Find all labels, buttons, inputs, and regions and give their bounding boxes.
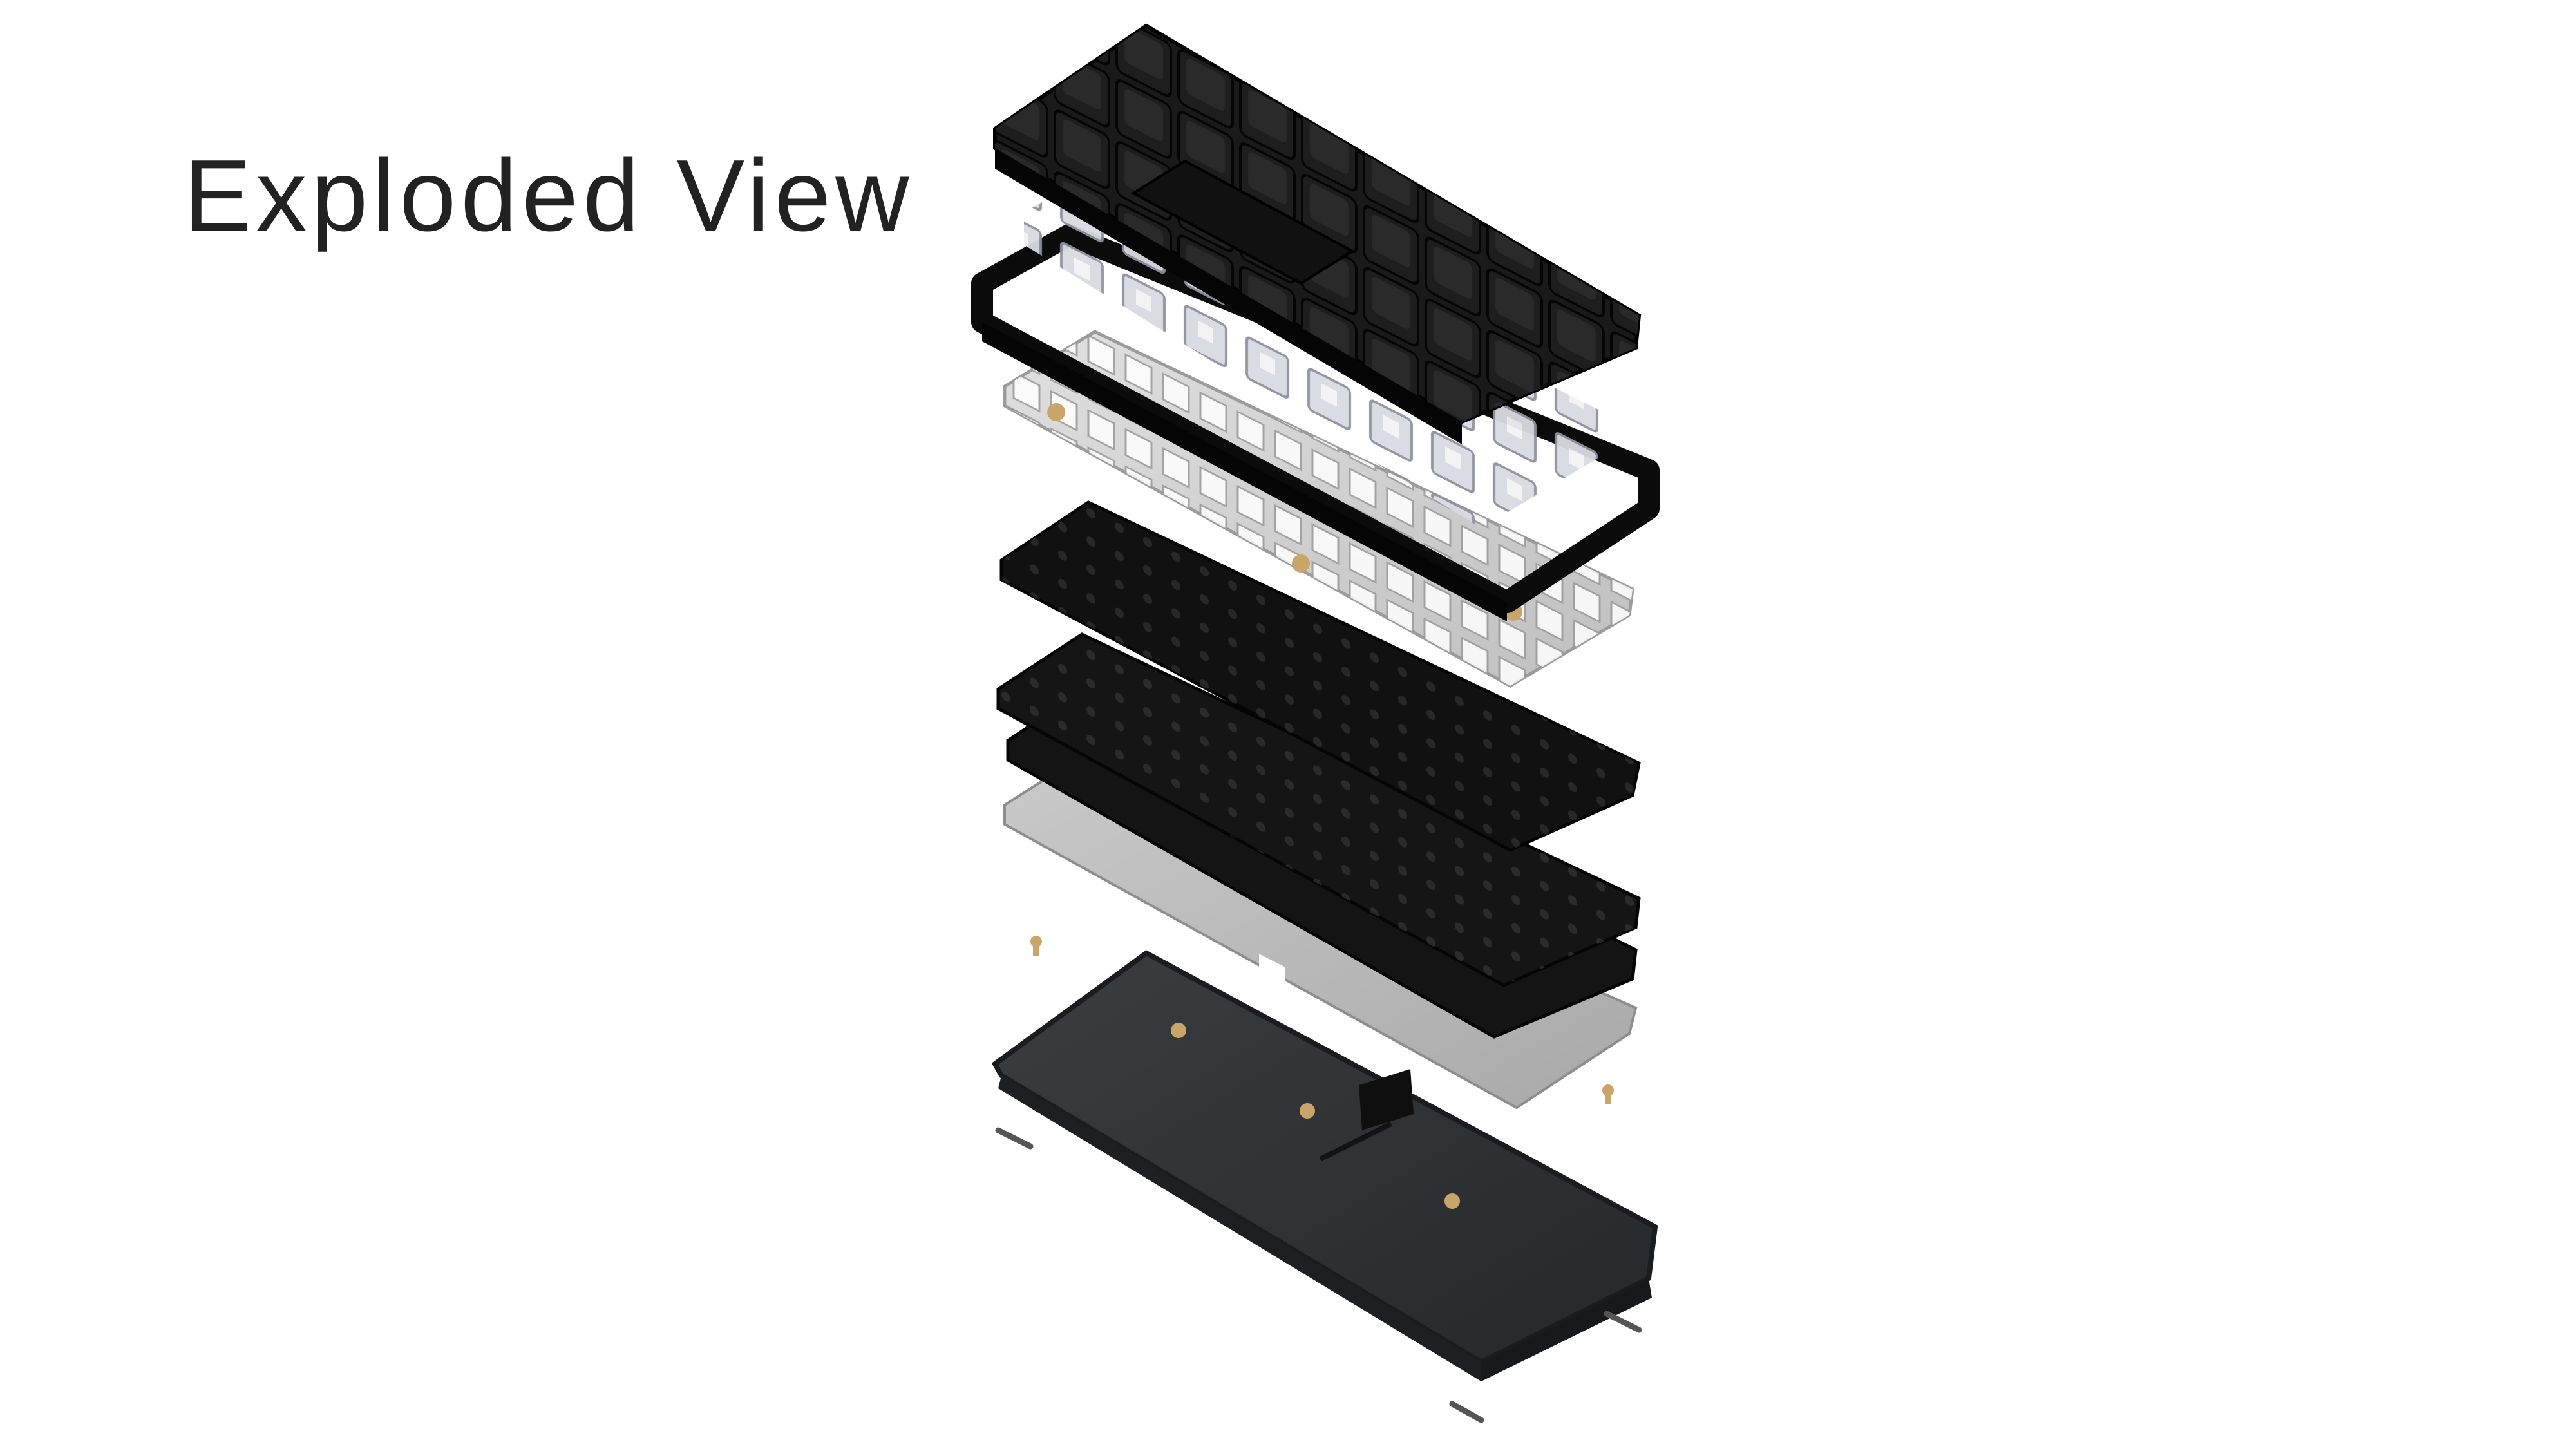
standoff-icon (1300, 1103, 1315, 1119)
foot-strip-icon (995, 1127, 1034, 1150)
page-title: Exploded View (184, 139, 914, 252)
standoff-icon (1444, 1193, 1460, 1209)
loose-fasteners (995, 936, 1642, 1423)
standoff-icon (1171, 1023, 1186, 1038)
foot-strip-icon (1604, 1311, 1642, 1333)
bottom-case (991, 950, 1658, 1381)
plate-foam (999, 500, 1641, 852)
keycaps (993, 23, 1642, 444)
screw-icon (1033, 942, 1039, 956)
foot-strip-icon (1449, 1401, 1484, 1423)
screw-icon (1605, 1090, 1611, 1104)
pcb (996, 632, 1641, 987)
